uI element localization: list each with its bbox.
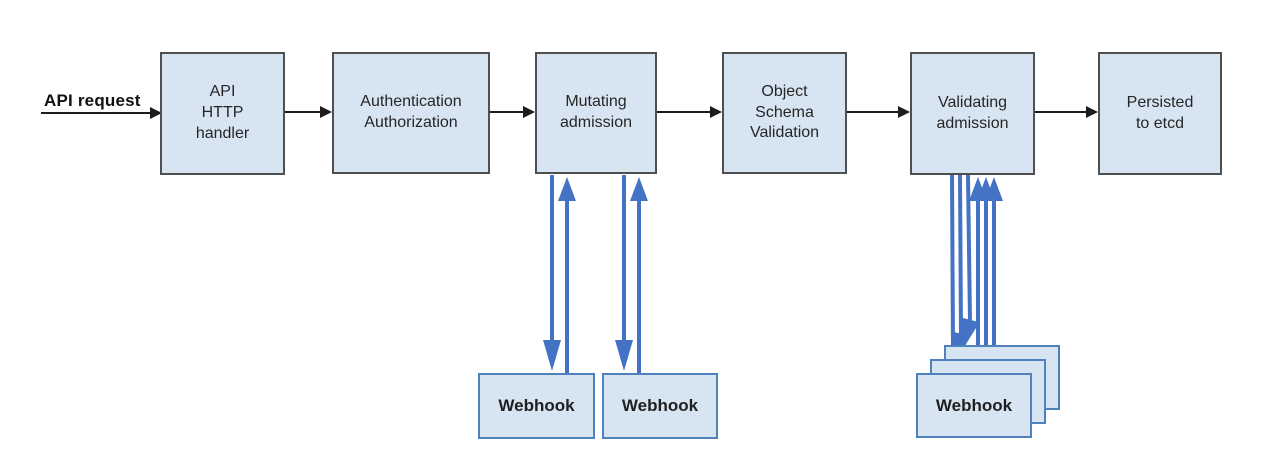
node-authentication-authorization: Authentication Authorization xyxy=(332,52,490,174)
arrow-handler-to-auth xyxy=(285,106,332,118)
api-request-label: API request xyxy=(44,91,141,110)
webhook-label: Webhook xyxy=(935,395,1013,415)
node-label: Validating admission xyxy=(936,93,1009,132)
node-label: Object Schema Validation xyxy=(749,82,820,142)
mutating-webhook1-call-arrow xyxy=(543,175,561,371)
mutating-webhook-box-2: Webhook xyxy=(602,373,718,439)
mutating-webhook1-response-arrow xyxy=(558,177,576,373)
node-label: API HTTP handler xyxy=(195,83,250,142)
mutating-webhook2-response-arrow xyxy=(630,177,648,373)
arrow-validating-to-etcd xyxy=(1035,106,1098,118)
arrow-schema-to-validating xyxy=(847,106,910,118)
arrow-api-request xyxy=(41,107,162,119)
node-label: Authentication Authorization xyxy=(360,93,462,131)
webhook-label: Webhook xyxy=(498,396,575,415)
node-api-http-handler: API HTTP handler xyxy=(160,52,285,175)
arrow-mutating-to-schema xyxy=(657,106,722,118)
node-label: Mutating admission xyxy=(559,93,633,131)
node-persisted-to-etcd: Persisted to etcd xyxy=(1098,52,1222,175)
arrow-auth-to-mutating xyxy=(490,106,535,118)
webhook-label: Webhook xyxy=(621,396,699,415)
mutating-webhook2-call-arrow xyxy=(615,175,633,371)
node-mutating-admission: Mutating admission xyxy=(535,52,657,174)
validating-webhook-box-front: Webhook xyxy=(916,373,1032,438)
node-validating-admission: Validating admission xyxy=(910,52,1035,175)
node-label: Persisted to etcd xyxy=(1126,93,1194,132)
mutating-webhook-box-1: Webhook xyxy=(478,373,595,439)
node-object-schema-validation: Object Schema Validation xyxy=(722,52,847,174)
